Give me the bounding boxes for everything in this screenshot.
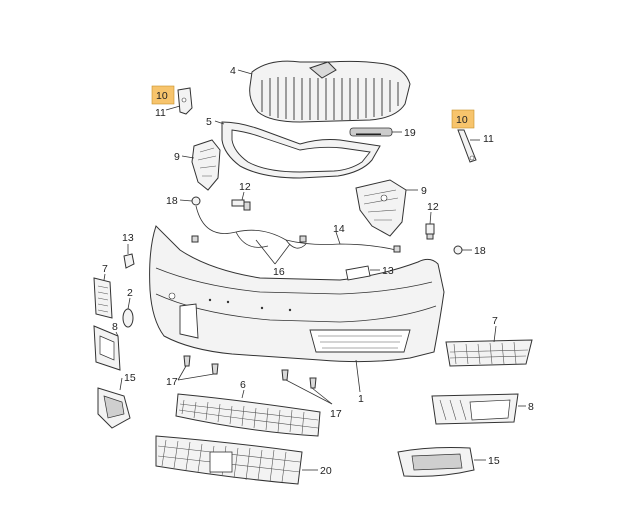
wiring-harness-part: [191, 205, 401, 253]
left-small-bracket-part: [177, 87, 193, 115]
callout-5: 5: [206, 116, 212, 128]
callout-11a: 11: [155, 107, 166, 119]
callout-7a: 7: [102, 263, 108, 275]
callout-9a: 9: [174, 151, 180, 163]
callout-6: 6: [240, 379, 246, 391]
callout-17a: 17: [166, 376, 178, 388]
screw-set-part: [183, 355, 317, 389]
tow-eye-cap-part: [122, 308, 134, 328]
callout-10b-highlight: [451, 109, 475, 129]
callout-9b: 9: [421, 185, 427, 197]
callout-10a-highlight: [151, 85, 175, 105]
callout-18b: 18: [474, 245, 486, 257]
upper-grille-part: [249, 60, 411, 123]
callout-8a: 8: [112, 321, 118, 333]
callout-20: 20: [320, 465, 332, 477]
callout-15b: 15: [488, 455, 500, 467]
callout-13a: 13: [122, 232, 134, 244]
lower-grille-part: [175, 393, 321, 437]
left-clip-part: [191, 196, 201, 206]
left-side-grille-part: [93, 277, 113, 319]
callout-14: 14: [333, 223, 345, 235]
callout-12a: 12: [239, 181, 251, 193]
left-sensor-part: [231, 199, 251, 211]
right-fog-grille-part: [431, 393, 519, 425]
right-strip-part: [457, 129, 477, 163]
callout-10a: 10: [156, 90, 168, 102]
svg-text:▬▬▬▬▬: ▬▬▬▬▬: [356, 131, 381, 137]
bottom-grille-part: [155, 435, 303, 485]
emblem-part: ▬▬▬▬▬: [349, 127, 393, 137]
right-clip-part: [453, 245, 463, 255]
callout-2: 2: [127, 287, 133, 299]
callout-4: 4: [230, 65, 236, 77]
callout-18a: 18: [166, 195, 178, 207]
callout-15a: 15: [124, 372, 136, 384]
callout-16: 16: [273, 266, 285, 278]
callout-8b: 8: [528, 401, 534, 413]
callout-12b: 12: [427, 201, 439, 213]
callout-17b: 17: [330, 408, 342, 420]
left-fog-lamp-part: [97, 387, 131, 429]
left-fog-grille-part: [93, 325, 121, 371]
callout-1: 1: [358, 393, 364, 405]
bumper-cover-part: [149, 225, 445, 363]
callout-13b: 13: [382, 265, 394, 277]
callout-19: 19: [404, 127, 416, 139]
right-mount-bracket-part: [355, 179, 407, 237]
right-side-grille-part: [445, 339, 533, 367]
right-sensor-part: [425, 223, 435, 240]
grille-trim-frame-part: [221, 121, 381, 179]
callout-11b: 11: [483, 133, 494, 145]
callout-10b: 10: [456, 114, 468, 126]
callout-7b: 7: [492, 315, 498, 327]
left-mount-bracket-part: [191, 139, 221, 191]
left-cap-part: [123, 253, 135, 269]
right-fog-lamp-part: [397, 447, 475, 477]
